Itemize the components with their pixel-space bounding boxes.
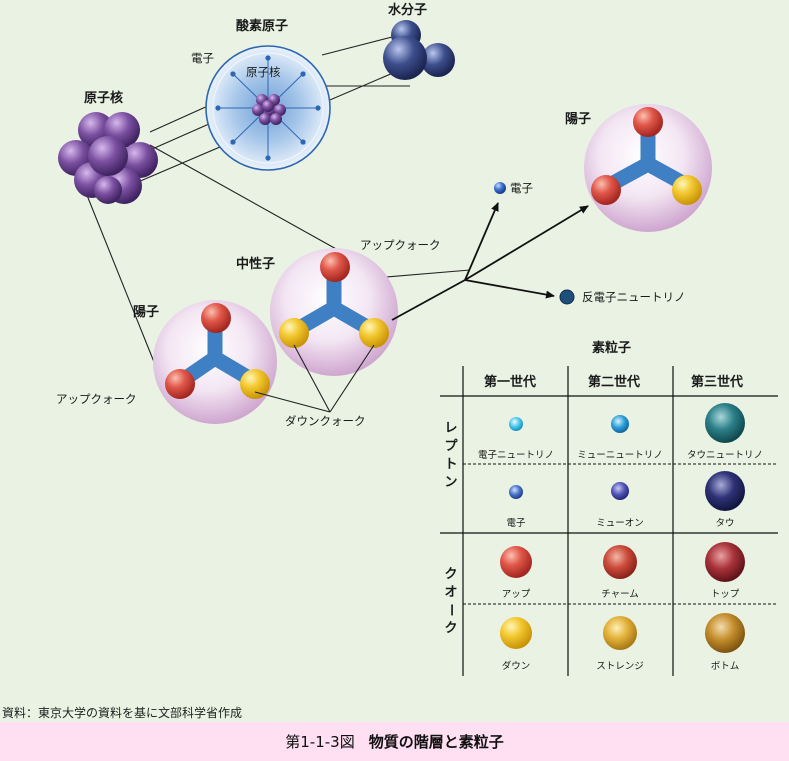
muon-ball — [611, 482, 629, 500]
up-quark-ball — [500, 546, 532, 578]
nucleus-inner-label: 原子核 — [246, 65, 281, 79]
figure-caption: 第1-1-3図 物質の階層と素粒子 — [0, 722, 789, 761]
tau-neutrino-ball — [705, 403, 745, 443]
cell-tau: タウ — [715, 518, 734, 529]
generation-3-header: 第三世代 — [691, 374, 743, 390]
generation-2-header: 第二世代 — [588, 374, 640, 390]
quark-char: ク — [444, 621, 457, 636]
cell-up: アップ — [502, 589, 531, 600]
bottom-quark-ball — [705, 613, 745, 653]
down-quark-ball — [500, 617, 532, 649]
oxygen-nucleus — [252, 94, 286, 125]
neutron-label: 中性子 — [236, 256, 275, 272]
charm-quark-ball — [603, 545, 637, 579]
down-quark-pointers — [254, 344, 375, 413]
electron-label-top: 電子 — [191, 51, 214, 65]
generation-1-header: 第一世代 — [484, 374, 536, 390]
cell-strange: ストレンジ — [596, 661, 644, 672]
figure-title: 物質の階層と素粒子 — [368, 733, 504, 751]
quark-char: ク — [444, 567, 457, 582]
lepton-char: ト — [444, 457, 457, 472]
nucleus-label: 原子核 — [84, 90, 123, 106]
muon-neutrino-ball — [611, 415, 629, 433]
up-quark-label-top: アップクォーク — [360, 238, 441, 252]
figure-number: 第1-1-3図 — [285, 733, 355, 751]
water-molecule-label: 水分子 — [388, 2, 427, 18]
neutron — [270, 248, 398, 376]
decay-arrows — [391, 202, 589, 321]
antineutrino-particle — [559, 289, 575, 305]
quark-char: ー — [443, 603, 458, 616]
cell-electron-neutrino: 電子ニュートリノ — [478, 450, 554, 461]
electron-neutrino-ball — [509, 417, 523, 431]
proton-right — [584, 104, 712, 232]
cell-muon-neutrino: ミューニュートリノ — [577, 450, 663, 461]
elementary-particle-table: 素粒子 第一世代 第二世代 第三世代 レ プ ト ン ク オ ー ク — [440, 340, 778, 676]
up-quark-label-left: アップクォーク — [56, 392, 137, 406]
cell-top: トップ — [711, 589, 740, 600]
nucleus-cluster — [58, 112, 158, 204]
table-grid — [440, 366, 778, 676]
oxygen-atom-label: 酸素原子 — [236, 18, 288, 34]
cell-tau-neutrino: タウニュートリノ — [687, 450, 763, 461]
proton-left-label: 陽子 — [133, 304, 159, 320]
cell-bottom: ボトム — [711, 661, 740, 672]
proton-right-label: 陽子 — [565, 111, 591, 127]
down-quark-label: ダウンクォーク — [285, 414, 366, 428]
lepton-char: ン — [444, 475, 457, 490]
strange-quark-ball — [603, 616, 637, 650]
table-title: 素粒子 — [592, 340, 631, 356]
cell-electron: 電子 — [506, 518, 526, 529]
electron-dots — [215, 55, 321, 161]
electron-decay-label: 電子 — [510, 181, 533, 195]
lepton-group-label: レ プ ト ン — [444, 421, 458, 490]
oxygen-atom — [205, 45, 331, 171]
table-dashed-lines — [463, 463, 778, 605]
cell-charm: チャーム — [601, 589, 639, 600]
electron-ball — [509, 485, 523, 499]
top-quark-ball — [705, 542, 745, 582]
diagram-panel: 酸素原子 水分子 電子 原子核 原子核 中性子 陽子 陽子 アップクォーク アッ… — [0, 0, 789, 722]
quark-char: オ — [444, 585, 457, 600]
tau-ball — [705, 471, 745, 511]
lepton-char: プ — [444, 439, 458, 454]
lepton-char: レ — [444, 421, 457, 436]
source-note: 資料：東京大学の資料を基に文部科学省作成 — [2, 706, 243, 720]
water-molecule — [383, 20, 455, 80]
electron-particle — [494, 182, 506, 194]
proton-left — [153, 300, 277, 424]
antineutrino-label: 反電子ニュートリノ — [582, 290, 686, 304]
cell-down: ダウン — [502, 660, 531, 672]
cell-muon: ミューオン — [596, 518, 644, 529]
quark-group-label: ク オ ー ク — [443, 567, 458, 636]
hierarchy-diagram: 酸素原子 水分子 電子 原子核 原子核 中性子 陽子 陽子 アップクォーク アッ… — [56, 2, 778, 676]
